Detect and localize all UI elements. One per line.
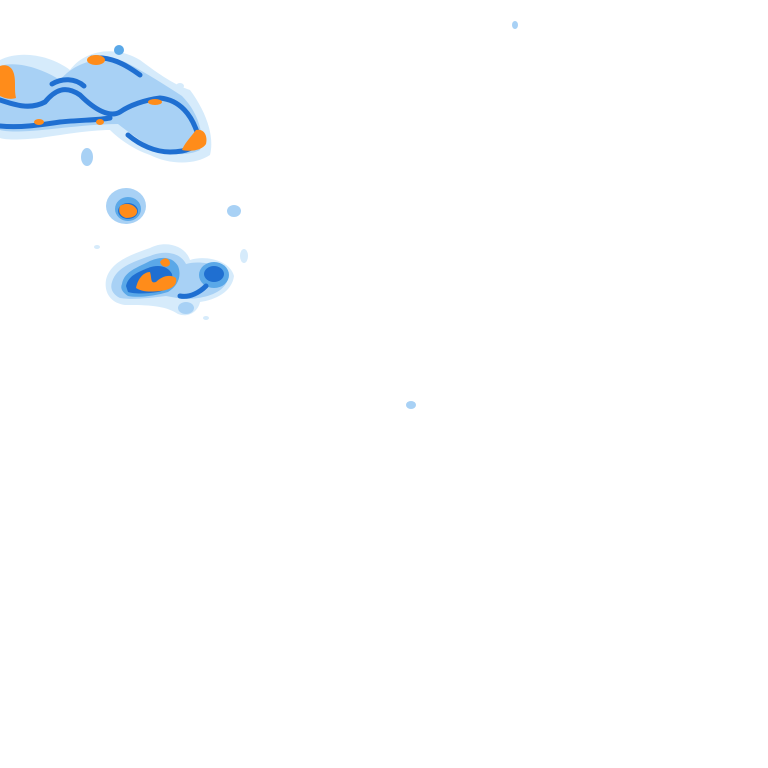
rain-very-heavy-core bbox=[160, 258, 170, 267]
rain-heavy-rim bbox=[49, 77, 87, 89]
rain-heavy-rim bbox=[0, 87, 201, 155]
rain-very-heavy-core bbox=[182, 129, 207, 151]
rain-speck bbox=[240, 249, 248, 263]
rain-very-heavy-core bbox=[34, 119, 44, 125]
rain-heavy-area bbox=[204, 266, 224, 282]
cell-isolated-specks bbox=[94, 21, 518, 409]
rain-very-heavy-core bbox=[136, 272, 177, 292]
rain-very-heavy-core bbox=[96, 119, 104, 125]
rain-speck bbox=[94, 245, 100, 249]
rain-light-area bbox=[227, 205, 241, 217]
rain-speck bbox=[203, 316, 209, 320]
cell-northwest-arc bbox=[0, 45, 212, 166]
rain-speck bbox=[406, 401, 416, 409]
cell-south-cluster bbox=[105, 244, 235, 316]
cell-center-small bbox=[106, 188, 241, 224]
rain-heavy-rim bbox=[177, 283, 209, 299]
rain-very-heavy-core bbox=[87, 55, 105, 65]
rain-speck bbox=[512, 21, 518, 29]
rain-light-area bbox=[81, 148, 93, 166]
rain-light-area bbox=[178, 302, 194, 314]
rain-moderate-area bbox=[114, 45, 124, 55]
rain-very-heavy-core bbox=[148, 99, 162, 105]
rain-very-heavy-core bbox=[119, 203, 138, 218]
rain-very-heavy-core bbox=[0, 65, 16, 99]
rain-speck bbox=[176, 83, 184, 89]
